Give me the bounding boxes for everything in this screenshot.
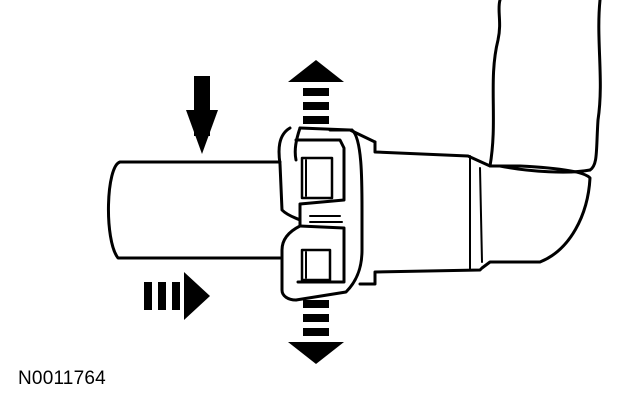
- dashed-right-arrow-icon: [144, 272, 210, 320]
- dashed-down-arrow-icon: [288, 300, 344, 364]
- figure-id-label: N0011764: [18, 368, 106, 389]
- dashed-up-arrow-icon: [288, 60, 344, 124]
- hose: [488, 0, 602, 174]
- down-arrow-icon: [186, 76, 218, 154]
- male-tube: [106, 160, 282, 260]
- connector-body: [328, 128, 592, 286]
- spring-lock-clip: [277, 126, 364, 302]
